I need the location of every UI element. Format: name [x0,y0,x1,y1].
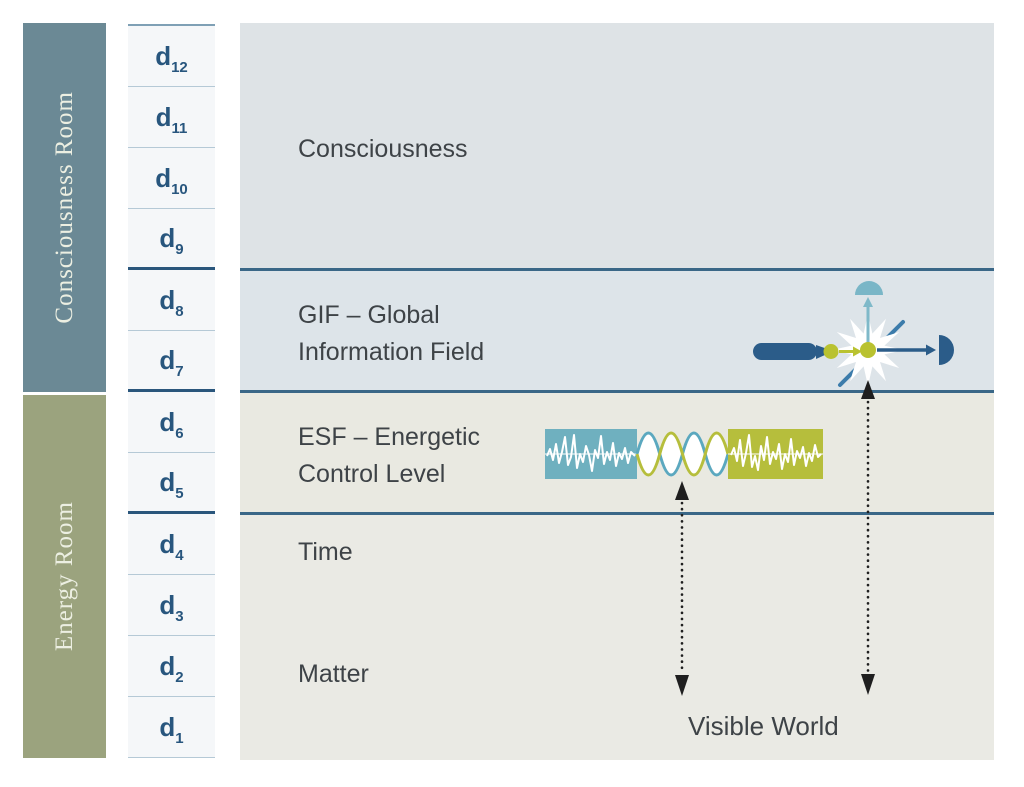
dimension-cell-d11: d11 [128,87,215,148]
double-dotted-arrow-left [675,481,689,696]
beam-arrowhead [853,346,862,357]
arrowhead-up [861,380,875,399]
dimension-label: d8 [159,285,184,320]
dimension-cell-d5: d5 [128,453,215,514]
esf-label-line2: Control Level [298,460,446,488]
dimension-label: d9 [159,223,184,258]
entangled-waves-icon [635,431,730,477]
photon-dot-icon [823,344,839,359]
consciousness-room-label: Consciousness Room [50,91,78,324]
consciousness-layer-label: Consciousness [298,135,468,163]
dimension-cell-d1: d1 [128,697,215,758]
right-beam-arrowhead [926,344,936,356]
dimension-cell-d9: d9 [128,209,215,270]
arrowhead-down [861,674,875,695]
noise-waveform [546,434,636,472]
dimension-column: d12 d11 d10 d9 d8 d7 d6 d5 d4 d3 d2 d1 [128,24,215,758]
energy-room-label: Energy Room [50,501,78,652]
esf-label-line1: ESF – Energetic [298,423,481,451]
double-dotted-arrow-right [861,380,875,695]
quantum-optics-experiment-icon [753,281,954,387]
side-detector-icon [939,335,954,365]
dome-detector-icon [855,281,883,295]
dimension-label: d3 [159,590,184,625]
arrowhead-up [675,481,689,500]
matter-layer-band [240,512,994,760]
dimension-cell-d7: d7 [128,331,215,392]
dimension-cell-d12: d12 [128,26,215,87]
gif-label-line1: GIF – Global [298,301,440,329]
dimension-label: d1 [159,712,184,747]
dimension-label: d11 [155,102,188,137]
visible-world-label: Visible World [688,711,839,741]
arrowhead-down [675,675,689,696]
laser-tip [816,345,826,359]
gif-label-line2: Information Field [298,338,485,366]
consciousness-layer-band [240,23,994,268]
dimension-cell-d8: d8 [128,270,215,331]
dimension-label: d4 [159,529,184,564]
dimension-label: d7 [159,345,184,380]
gif-layer-label: GIF – Global Information Field [298,297,484,371]
dimension-cell-d4: d4 [128,514,215,575]
consciousness-room-bar: Consciousness Room [23,23,106,392]
dimension-label: d10 [155,163,188,198]
esf-signal-graphic [545,429,823,479]
laser-icon [753,343,817,360]
esf-layer-label: ESF – Energetic Control Level [298,419,480,493]
time-layer-label: Time [298,538,353,566]
matter-layer-label: Matter [298,660,369,688]
dimension-label: d6 [159,407,184,442]
dimension-cell-d3: d3 [128,575,215,636]
dimension-cell-d6: d6 [128,392,215,453]
dimension-cell-d2: d2 [128,636,215,697]
dimension-label: d5 [159,467,184,502]
noise-waveform [730,434,822,471]
dimension-label: d2 [159,651,184,686]
dimension-label: d12 [155,41,188,76]
up-beam-arrowhead [863,297,873,307]
dimension-cell-d10: d10 [128,148,215,209]
photon-dot-icon [860,342,876,358]
energy-room-bar: Energy Room [23,395,106,758]
